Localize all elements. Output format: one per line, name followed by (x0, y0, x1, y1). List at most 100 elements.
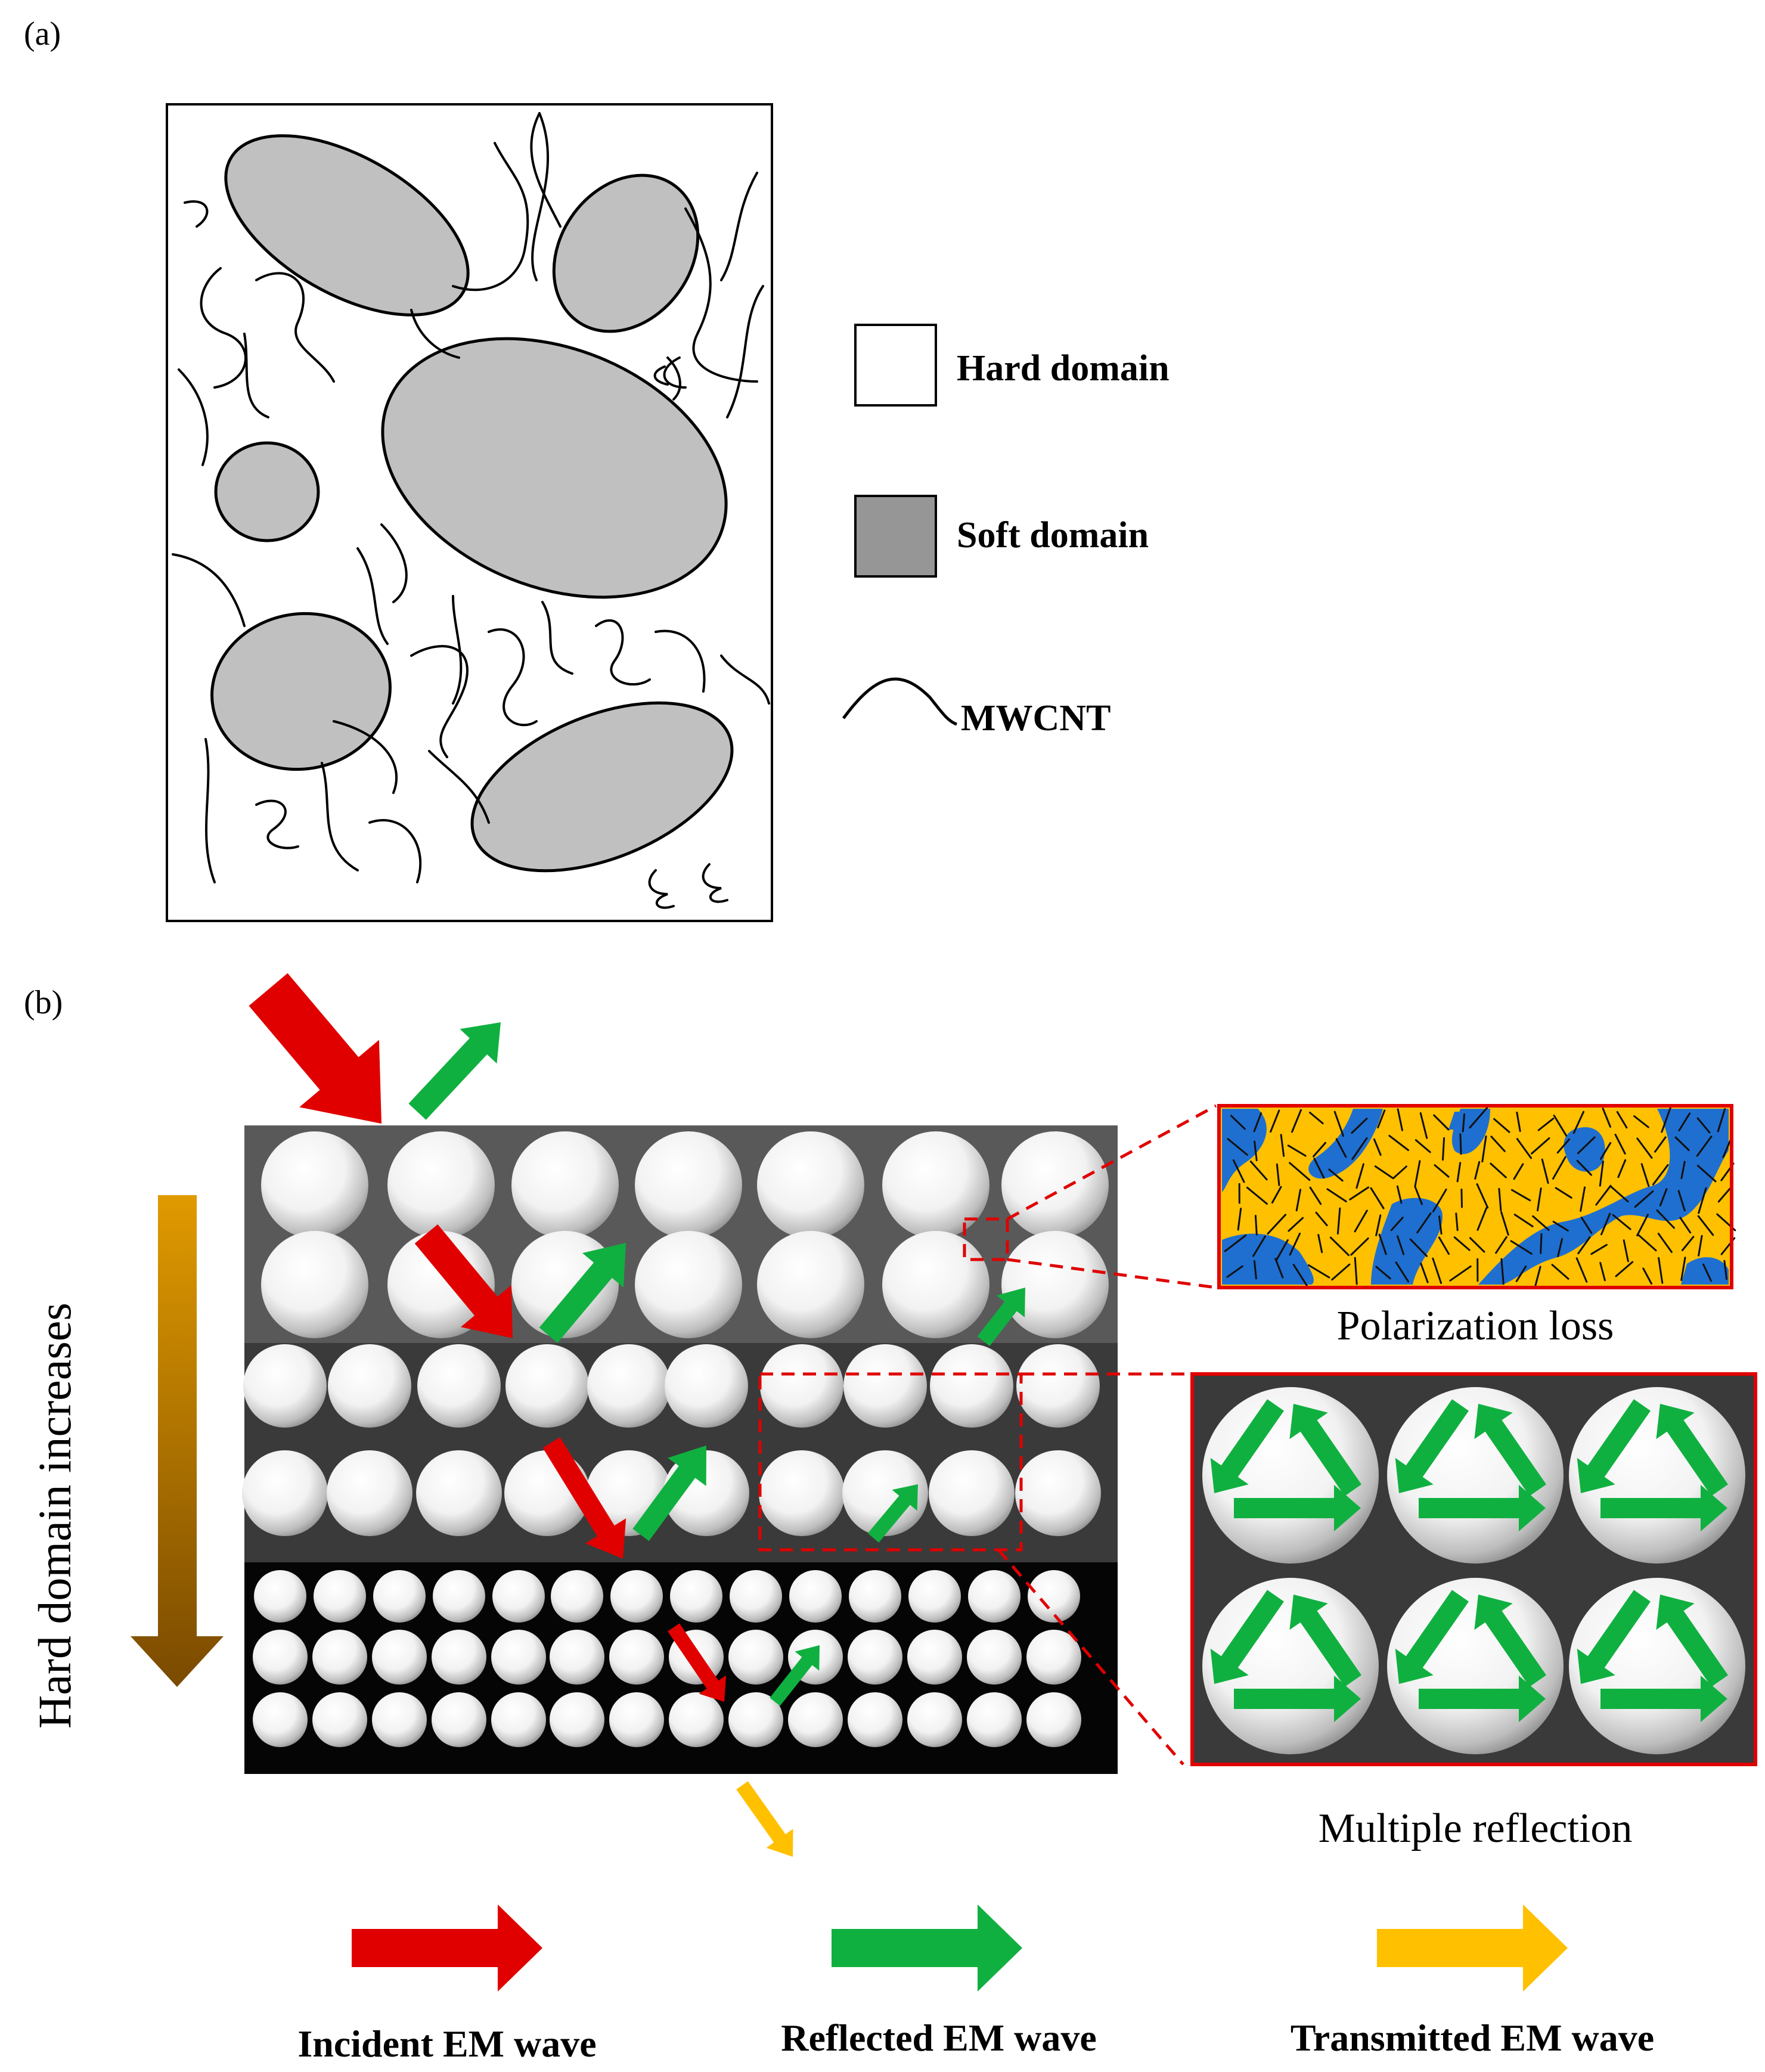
dipole-mark (1513, 1214, 1534, 1227)
dipole-mark (1652, 1164, 1669, 1186)
dipole-mark (1335, 1138, 1347, 1158)
dipole-mark (1375, 1265, 1391, 1280)
hard-domain-sphere (373, 1570, 426, 1623)
internal-reflection-arrow (1395, 1399, 1469, 1493)
reflection-caption: Multiple reflection (1319, 1806, 1633, 1851)
dipole-mark (1600, 1142, 1612, 1160)
dipole-mark (1415, 1139, 1431, 1153)
hard-domain-sphere (328, 1344, 411, 1428)
hard-domain-sphere (387, 1231, 495, 1338)
dipole-mark (1696, 1117, 1711, 1134)
dipole-mark (1462, 1113, 1466, 1133)
dipole-mark (1270, 1109, 1280, 1133)
legend-mwcnt-icon (842, 677, 957, 726)
dipole-mark (1541, 1158, 1549, 1184)
dipole-mark (1288, 1217, 1304, 1232)
hard-domain-sphere (416, 1450, 502, 1536)
hard-domain-sphere (511, 1131, 619, 1239)
dipole-mark (1553, 1114, 1568, 1137)
reflected-wave-arrow (977, 1288, 1025, 1346)
connector-line (997, 1549, 1184, 1766)
internal-reflection-arrow (1210, 1590, 1284, 1684)
dipole-mark (1409, 1238, 1428, 1257)
dipole-mark (1599, 1262, 1606, 1282)
hard-domain-sphere (635, 1131, 742, 1239)
dipole-mark (1295, 1189, 1302, 1212)
dipole-mark (1349, 1186, 1370, 1201)
reflection-border (1190, 1372, 1757, 1766)
incident-wave-arrow (542, 1437, 626, 1559)
hard-domain-sphere (1016, 1344, 1100, 1428)
dipole-mark (1642, 1267, 1652, 1285)
legend-hard-swatch (854, 324, 937, 407)
internal-reflection-arrow (1289, 1595, 1361, 1687)
internal-reflection-arrow (1289, 1404, 1361, 1496)
reflected-wave-arrow (867, 1484, 918, 1543)
dipole-mark (1350, 1237, 1369, 1256)
dipole-mark (1287, 1144, 1307, 1157)
polarization-dipoles (1224, 1107, 1736, 1287)
dipole-mark (1326, 1188, 1347, 1203)
dipole-mark (1723, 1260, 1727, 1280)
dipole-mark (1434, 1164, 1450, 1178)
dipole-mark (1276, 1239, 1289, 1261)
dipole-mark (1397, 1108, 1403, 1131)
dipole-mark (1510, 1240, 1533, 1255)
dipole-mark (1572, 1111, 1585, 1134)
legend-soft-label: Soft domain (957, 515, 1149, 556)
dipole-mark (1395, 1261, 1409, 1283)
dipole-mark (1516, 1111, 1521, 1132)
hard-domain-sphere (312, 1692, 367, 1747)
hard-domain-sphere (757, 1231, 864, 1338)
hard-domain-sphere (261, 1131, 368, 1239)
dipole-mark (1254, 1215, 1258, 1236)
legend-panel-b: Incident EM wave Reflected EM wave Trans… (297, 1904, 1654, 2065)
dipole-mark (1580, 1186, 1586, 1212)
hard-domain-sphere (848, 1692, 902, 1747)
hard-domain-sphere (327, 1450, 412, 1536)
dipole-mark (1370, 1187, 1385, 1209)
hard-domain-sphere (882, 1231, 989, 1338)
composite-microstructure (166, 103, 773, 922)
dipole-mark (1289, 1232, 1301, 1256)
dipole-mark (1610, 1186, 1629, 1203)
dipole-mark (1476, 1207, 1488, 1231)
connector-line (1006, 1104, 1217, 1221)
dipole-mark (1469, 1237, 1485, 1253)
dipole-mark (1557, 1237, 1564, 1257)
dipole-mark (1516, 1138, 1532, 1159)
hard-domain-sphere (372, 1630, 427, 1685)
hard-domain-sphere (491, 1630, 546, 1685)
hard-domain-sphere (432, 1630, 486, 1685)
dipole-mark (1500, 1258, 1505, 1285)
reflection-spheres (1202, 1387, 1745, 1754)
dipole-mark (1640, 1163, 1650, 1187)
hard-domain-sphere (587, 1344, 671, 1428)
dipole-mark (1552, 1156, 1567, 1180)
dipole-mark (1656, 1209, 1675, 1229)
dipole-mark (1276, 1163, 1280, 1186)
dipole-mark (1438, 1215, 1443, 1235)
dipole-mark (1532, 1215, 1550, 1231)
legend-transmitted-arrow (1377, 1904, 1568, 1992)
internal-reflection-arrow (1600, 1676, 1727, 1722)
dipole-mark (1291, 1109, 1302, 1133)
dipole-mark (1375, 1214, 1382, 1236)
dipole-mark (1230, 1115, 1246, 1130)
dipole-mark (1315, 1211, 1328, 1227)
dipole-mark (1680, 1257, 1686, 1281)
hard-domain-sphere (848, 1630, 902, 1685)
dipole-mark (1634, 1190, 1654, 1208)
dipole-mark (1252, 1235, 1266, 1257)
dipole-mark (1600, 1212, 1611, 1236)
dipole-mark (1374, 1165, 1394, 1179)
dipole-mark (1551, 1264, 1569, 1280)
connector-line (1007, 1258, 1217, 1289)
dipole-mark (1623, 1239, 1629, 1263)
polarization-inset (1217, 1104, 1736, 1289)
zoom-box-polarization (963, 1217, 1009, 1261)
dipole-mark (1267, 1214, 1287, 1235)
layered-structure (242, 1125, 1118, 1774)
hard-domain-sphere (610, 1570, 663, 1623)
hard-domain-sphere (929, 1450, 1015, 1536)
